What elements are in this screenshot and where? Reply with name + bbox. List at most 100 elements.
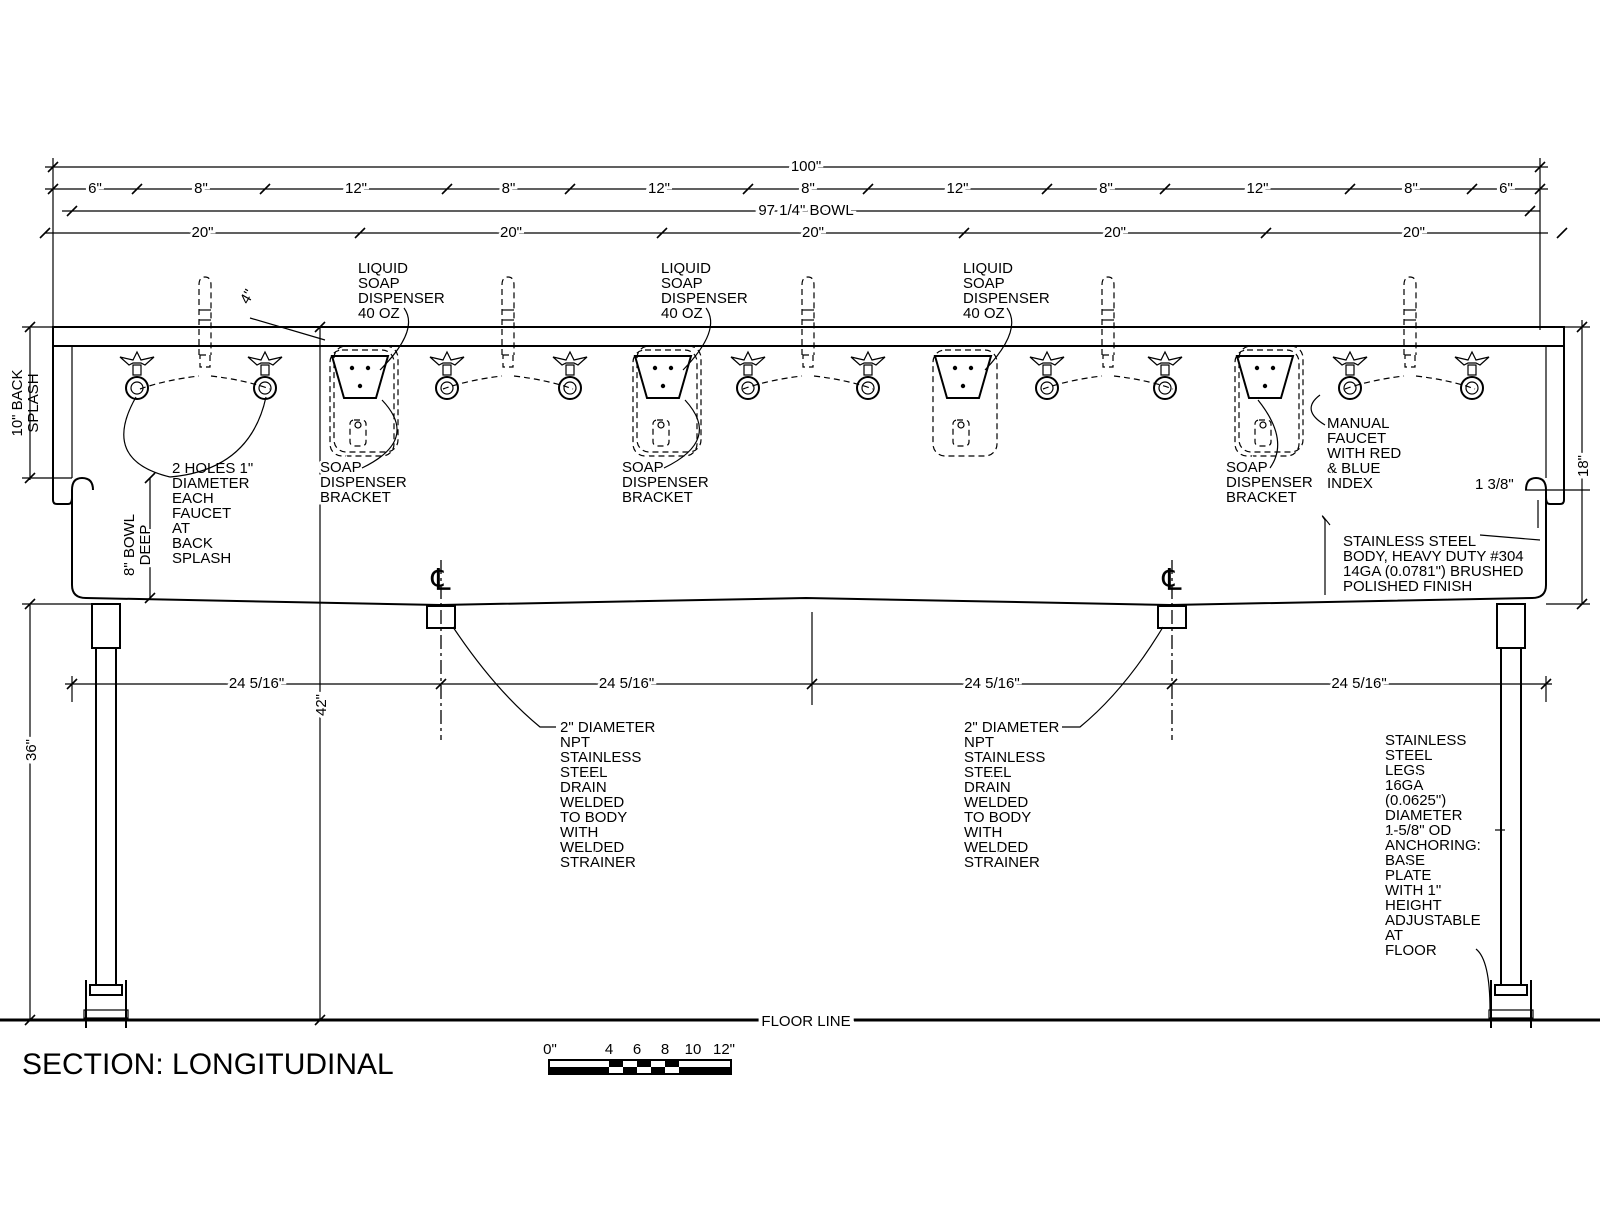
svg-text:TO BODY: TO BODY [964, 809, 1031, 826]
faucet-handle-icon [552, 351, 588, 400]
svg-text:SOAP: SOAP [1226, 459, 1268, 476]
svg-text:& BLUE: & BLUE [1327, 460, 1380, 477]
faucet-spacing-label: 6" [1499, 180, 1513, 197]
drain-spacing-label: 24 5/16" [229, 675, 284, 692]
svg-text:BACK: BACK [172, 535, 213, 552]
scale-bar [548, 1059, 732, 1075]
scale-label: 12" [713, 1041, 735, 1058]
svg-text:DIAMETER: DIAMETER [1385, 807, 1463, 824]
top-dimension-lines [45, 158, 1548, 330]
faucet-handle-icon [850, 351, 886, 400]
dim-rim-height: 42" [313, 694, 330, 716]
note-drain-right: 2" DIAMETERNPTSTAINLESSSTEELDRAINWELDEDT… [962, 717, 1063, 874]
soap-dispenser-icon [634, 355, 692, 399]
svg-text:WITH: WITH [560, 824, 598, 841]
faucet-handle-icon [429, 351, 465, 400]
svg-text:SOAP: SOAP [320, 459, 362, 476]
bowl-spacing-label: 20" [802, 224, 824, 241]
svg-text:AT: AT [172, 520, 190, 537]
faucet-spacing-label: 8" [194, 180, 208, 197]
faucet-spacing-label: 12" [345, 180, 367, 197]
drain-spacing-label: 24 5/16" [1331, 675, 1386, 692]
svg-text:(0.0625"): (0.0625") [1385, 792, 1446, 809]
gooseneck-spout-icon [801, 276, 815, 368]
drain-left [426, 560, 456, 740]
dim-back-splash-2: SPLASH [25, 373, 42, 432]
faucet-handle-icon [1147, 351, 1183, 400]
dim-dispenser-offset: 4" [237, 287, 259, 307]
svg-text:40 OZ: 40 OZ [963, 305, 1005, 322]
dim-bowl: 97 1/4" BOWL [758, 202, 853, 219]
leg-left [83, 603, 129, 1028]
svg-text:SOAP: SOAP [661, 275, 703, 292]
svg-text:LEGS: LEGS [1385, 762, 1425, 779]
svg-text:40 OZ: 40 OZ [358, 305, 400, 322]
scale-label: 4 [605, 1041, 613, 1058]
svg-text:LIQUID: LIQUID [358, 260, 408, 277]
dim-back-splash: 10" BACK [9, 369, 26, 436]
svg-text:STEEL: STEEL [1385, 747, 1433, 764]
drain-right [1157, 560, 1187, 740]
svg-text:EACH: EACH [172, 490, 214, 507]
svg-text:SOAP: SOAP [358, 275, 400, 292]
svg-text:BASE: BASE [1385, 852, 1425, 869]
svg-text:WITH: WITH [964, 824, 1002, 841]
svg-text:DISPENSER: DISPENSER [358, 290, 445, 307]
drawing-title: SECTION: LONGITUDINAL [22, 1048, 394, 1081]
dim-bowl-depth-1: 8" BOWL [121, 514, 138, 576]
svg-text:WITH RED: WITH RED [1327, 445, 1401, 462]
svg-text:POLISHED FINISH: POLISHED FINISH [1343, 578, 1472, 595]
dispenser-bracket-outline [1234, 349, 1300, 457]
dispenser-bracket-outline [932, 349, 998, 457]
dim-bowl-depth-2: DEEP [137, 525, 154, 566]
drain-spacing-label: 24 5/16" [599, 675, 654, 692]
soap-dispenser-icon [1236, 355, 1294, 399]
svg-text:DISPENSER: DISPENSER [661, 290, 748, 307]
faucet-handle-icon [119, 351, 155, 400]
svg-text:DISPENSER: DISPENSER [622, 474, 709, 491]
drain-dimension-line [65, 676, 1552, 702]
svg-text:NPT: NPT [964, 734, 994, 751]
svg-text:FLOOR: FLOOR [1385, 942, 1437, 959]
dispenser-bracket-outline [632, 349, 698, 457]
svg-text:STAINLESS STEEL: STAINLESS STEEL [1343, 533, 1476, 550]
svg-text:AT: AT [1385, 927, 1403, 944]
svg-text:STRAINER: STRAINER [964, 854, 1040, 871]
svg-text:WITH 1": WITH 1" [1385, 882, 1441, 899]
svg-text:INDEX: INDEX [1327, 475, 1373, 492]
faucet-handle-icon [1332, 351, 1368, 400]
svg-text:BRACKET: BRACKET [320, 489, 391, 506]
svg-text:STAINLESS: STAINLESS [1385, 732, 1466, 749]
svg-text:SOAP: SOAP [622, 459, 664, 476]
faucet-spacing-label: 12" [648, 180, 670, 197]
svg-text:STEEL: STEEL [560, 764, 608, 781]
centerline-left: ℄ [430, 564, 451, 597]
floor-line-label: FLOOR LINE [761, 1013, 850, 1030]
leg-right [1488, 603, 1534, 1028]
drain-spacing-label: 24 5/16" [964, 675, 1019, 692]
dim-overall: 100" [791, 158, 821, 175]
bowl-spacing-label: 20" [500, 224, 522, 241]
svg-text:ADJUSTABLE: ADJUSTABLE [1385, 912, 1481, 929]
svg-text:WELDED: WELDED [560, 794, 624, 811]
svg-text:NPT: NPT [560, 734, 590, 751]
svg-text:SPLASH: SPLASH [172, 550, 231, 567]
centerline-right: ℄ [1161, 564, 1182, 597]
dim-leg-height: 36" [23, 739, 40, 761]
svg-text:FAUCET: FAUCET [1327, 430, 1386, 447]
faucet-spacing-label: 12" [946, 180, 968, 197]
soap-dispenser-icon [934, 355, 992, 399]
faucet-spacing-label: 8" [1099, 180, 1113, 197]
svg-text:STRAINER: STRAINER [560, 854, 636, 871]
svg-text:STEEL: STEEL [964, 764, 1012, 781]
svg-text:BRACKET: BRACKET [1226, 489, 1297, 506]
svg-text:ANCHORING:: ANCHORING: [1385, 837, 1481, 854]
gooseneck-spout-icon [1101, 276, 1115, 368]
bowl-spacing-label: 20" [1403, 224, 1425, 241]
